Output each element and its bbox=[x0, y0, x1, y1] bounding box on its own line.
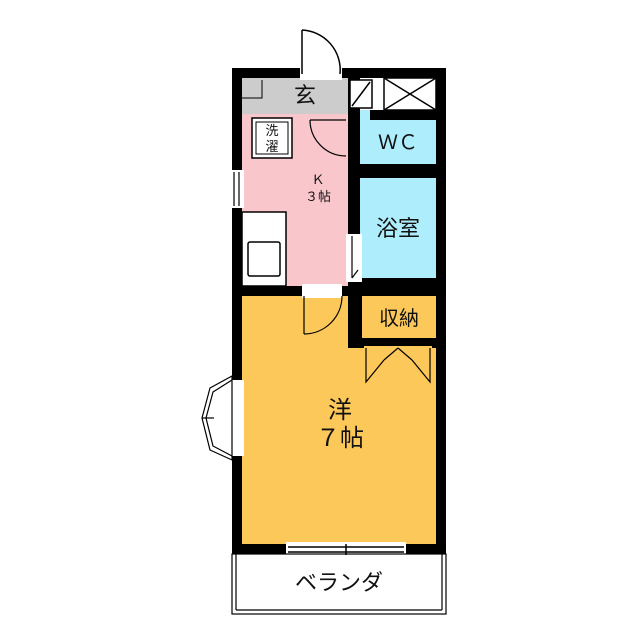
entrance-step bbox=[242, 80, 263, 99]
storage-label: 収納 bbox=[379, 306, 419, 330]
western-label-line2: ７帖 bbox=[316, 424, 364, 452]
laundry-area bbox=[251, 117, 293, 159]
kitchen-label-line1: Ｋ bbox=[311, 173, 324, 188]
entrance-door bbox=[301, 29, 341, 75]
balcony-window bbox=[288, 544, 404, 555]
laundry-label-line1: 洗 bbox=[265, 124, 278, 139]
kitchen-label-line2: ３帖 bbox=[305, 190, 331, 205]
bay-window bbox=[201, 374, 233, 461]
western-room-door bbox=[303, 295, 343, 335]
bath-floor bbox=[360, 178, 436, 278]
interior-walls bbox=[242, 78, 446, 348]
western-floor bbox=[242, 296, 436, 544]
balcony bbox=[231, 553, 447, 615]
western-label-line1: 洋 bbox=[328, 396, 352, 424]
entrance-floor bbox=[242, 78, 348, 114]
bath-door bbox=[351, 236, 359, 279]
storage-doors bbox=[365, 347, 431, 384]
pipe-space bbox=[383, 77, 437, 111]
shoe-box bbox=[349, 79, 373, 109]
balcony-label: ベランダ bbox=[295, 571, 383, 596]
laundry-label-line2: 濯 bbox=[265, 140, 278, 155]
kitchen-door bbox=[309, 119, 347, 157]
wc-label: ＷＣ bbox=[378, 130, 418, 154]
entrance-label: 玄 bbox=[294, 84, 316, 109]
kitchen-counter bbox=[241, 211, 287, 287]
wc-floor bbox=[360, 120, 436, 164]
bath-label: 浴室 bbox=[376, 217, 420, 242]
kitchen-window bbox=[233, 172, 240, 206]
